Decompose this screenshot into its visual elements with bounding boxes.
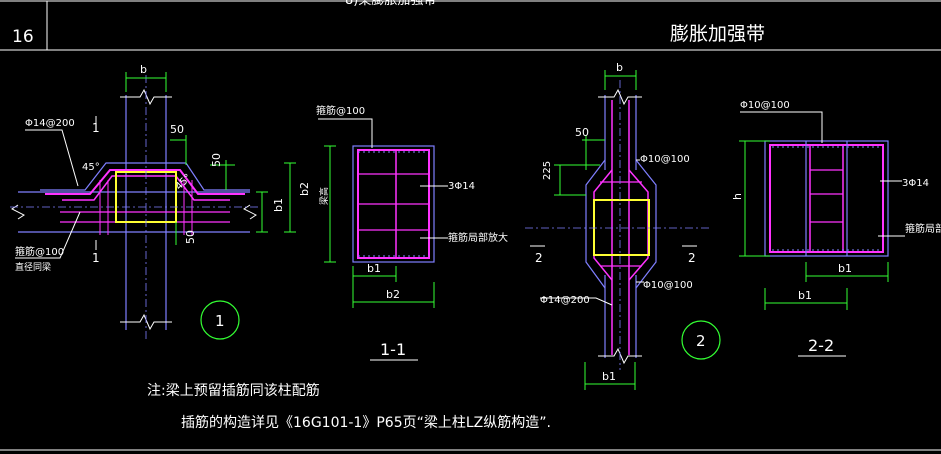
s22-title: 2-2 — [808, 336, 834, 355]
d1-dim-50-right: 50 — [210, 153, 223, 167]
d1-dim-50-top: 50 — [170, 123, 184, 136]
s11-side-label: 梁高 — [318, 187, 330, 205]
d2-dim-50: 50 — [575, 126, 589, 139]
s11-bars-label: 3Φ14 — [448, 181, 475, 192]
section-2-2: h Φ10@100 3Φ14 箍筋局部 b1 b1 2-2 — [731, 100, 941, 357]
d1-section-mark-top: 1 — [92, 121, 100, 135]
column-box-2 — [593, 199, 650, 256]
d1-section-mark-bottom: 1 — [92, 251, 100, 265]
d2-marker-circle — [681, 320, 721, 360]
s22-dim-h: h — [731, 193, 744, 200]
s11-dim-b2: b2 — [386, 288, 400, 301]
d1-dim-b: b — [140, 63, 147, 76]
d2-section-mark-left: 2 — [535, 251, 543, 265]
s11-title: 1-1 — [380, 340, 406, 359]
note-line-2: 插筋的构造详见《16G101-1》P65页“梁上柱LZ纵筋构造”. — [181, 414, 551, 431]
s11-stirrup-label: 箍筋@100 — [316, 104, 365, 117]
sheet-index: 16 — [12, 27, 34, 47]
d1-rebar-bottom2: 直径同梁 — [15, 261, 51, 273]
d2-rebar-long: Φ14@200 — [540, 295, 590, 306]
d2-rebar-top: Φ10@100 — [640, 154, 690, 165]
d1-dim-50-bottom: 50 — [184, 230, 197, 244]
d2-dim-b1: b1 — [602, 370, 616, 383]
s11-dim-b1: b1 — [367, 262, 381, 275]
sheet-title: 膨胀加强带 — [670, 23, 765, 45]
d1-angle-45a: 45° — [82, 162, 100, 173]
notes: 注:梁上预留插筋同该柱配筋 插筋的构造详见《16G101-1》P65页“梁上柱L… — [147, 382, 551, 431]
d1-marker-circle — [200, 300, 240, 340]
section-1-1: 梁高 箍筋@100 3Φ14 箍筋局部放大 b1 b2 1-1 — [316, 104, 508, 361]
s22-dim-b1-outer: b1 — [798, 289, 812, 302]
note-line-1: 注:梁上预留插筋同该柱配筋 — [147, 382, 320, 399]
detail-1: b 50 50 50 b1 b2 45° 45° 1 1 Φ14@200 箍筋@… — [10, 63, 311, 340]
d2-dim-b: b — [616, 61, 623, 74]
d1-marker: 1 — [215, 312, 225, 330]
d1-rebar-top: Φ14@200 — [25, 118, 75, 129]
d1-dim-b1: b1 — [272, 198, 285, 212]
d2-marker: 2 — [696, 332, 706, 350]
d2-rebar-bottom: Φ10@100 — [643, 280, 693, 291]
d2-dim-225: 225 — [542, 161, 553, 180]
s11-enlarge-label: 箍筋局部放大 — [448, 231, 508, 244]
s22-stirrup-label: Φ10@100 — [740, 100, 790, 111]
d1-dim-b2: b2 — [298, 182, 311, 196]
detail-2: b 50 225 2 2 Φ10@100 Φ10@100 Φ14@200 b1 … — [525, 61, 721, 390]
s22-bars-label: 3Φ14 — [902, 178, 929, 189]
d1-rebar-bottom: 箍筋@100 — [15, 245, 64, 258]
d2-section-mark-right: 2 — [688, 251, 696, 265]
s22-enlarge-label: 箍筋局部 — [905, 222, 941, 235]
s22-dim-b1-inner: b1 — [838, 262, 852, 275]
top-clipped-text: 8)梁膨胀加强带 — [345, 0, 436, 8]
